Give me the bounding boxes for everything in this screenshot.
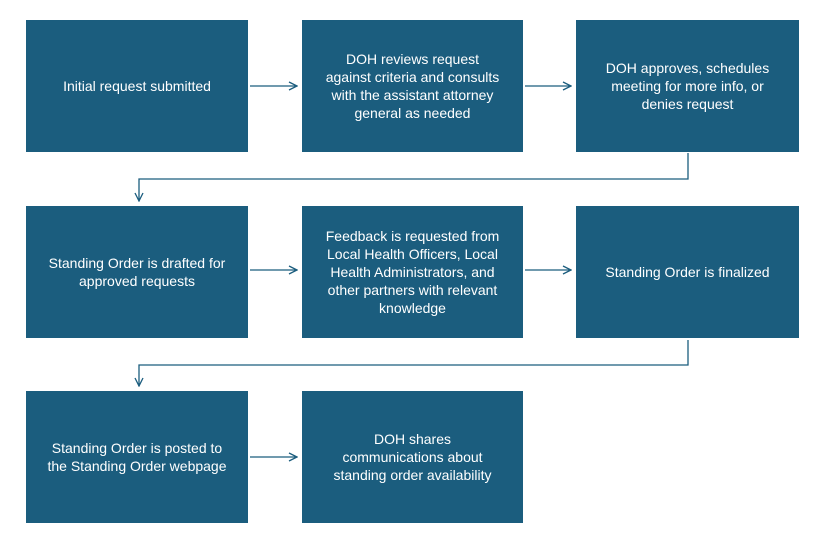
step-initial-request: Initial request submitted [26, 20, 248, 152]
step-order-drafted: Standing Order is drafted for approved r… [26, 206, 248, 338]
step-doh-decision: DOH approves, schedules meeting for more… [576, 20, 799, 152]
step-order-finalized: Standing Order is finalized [576, 206, 799, 338]
step-feedback-requested: Feedback is requested from Local Health … [302, 206, 523, 338]
step-doh-review: DOH reviews request against criteria and… [302, 20, 523, 152]
step-doh-shares: DOH shares communications about standing… [302, 391, 523, 523]
step-order-posted: Standing Order is posted to the Standing… [26, 391, 248, 523]
arrow-s3-s4 [139, 153, 689, 201]
arrow-s6-s7 [139, 340, 689, 386]
